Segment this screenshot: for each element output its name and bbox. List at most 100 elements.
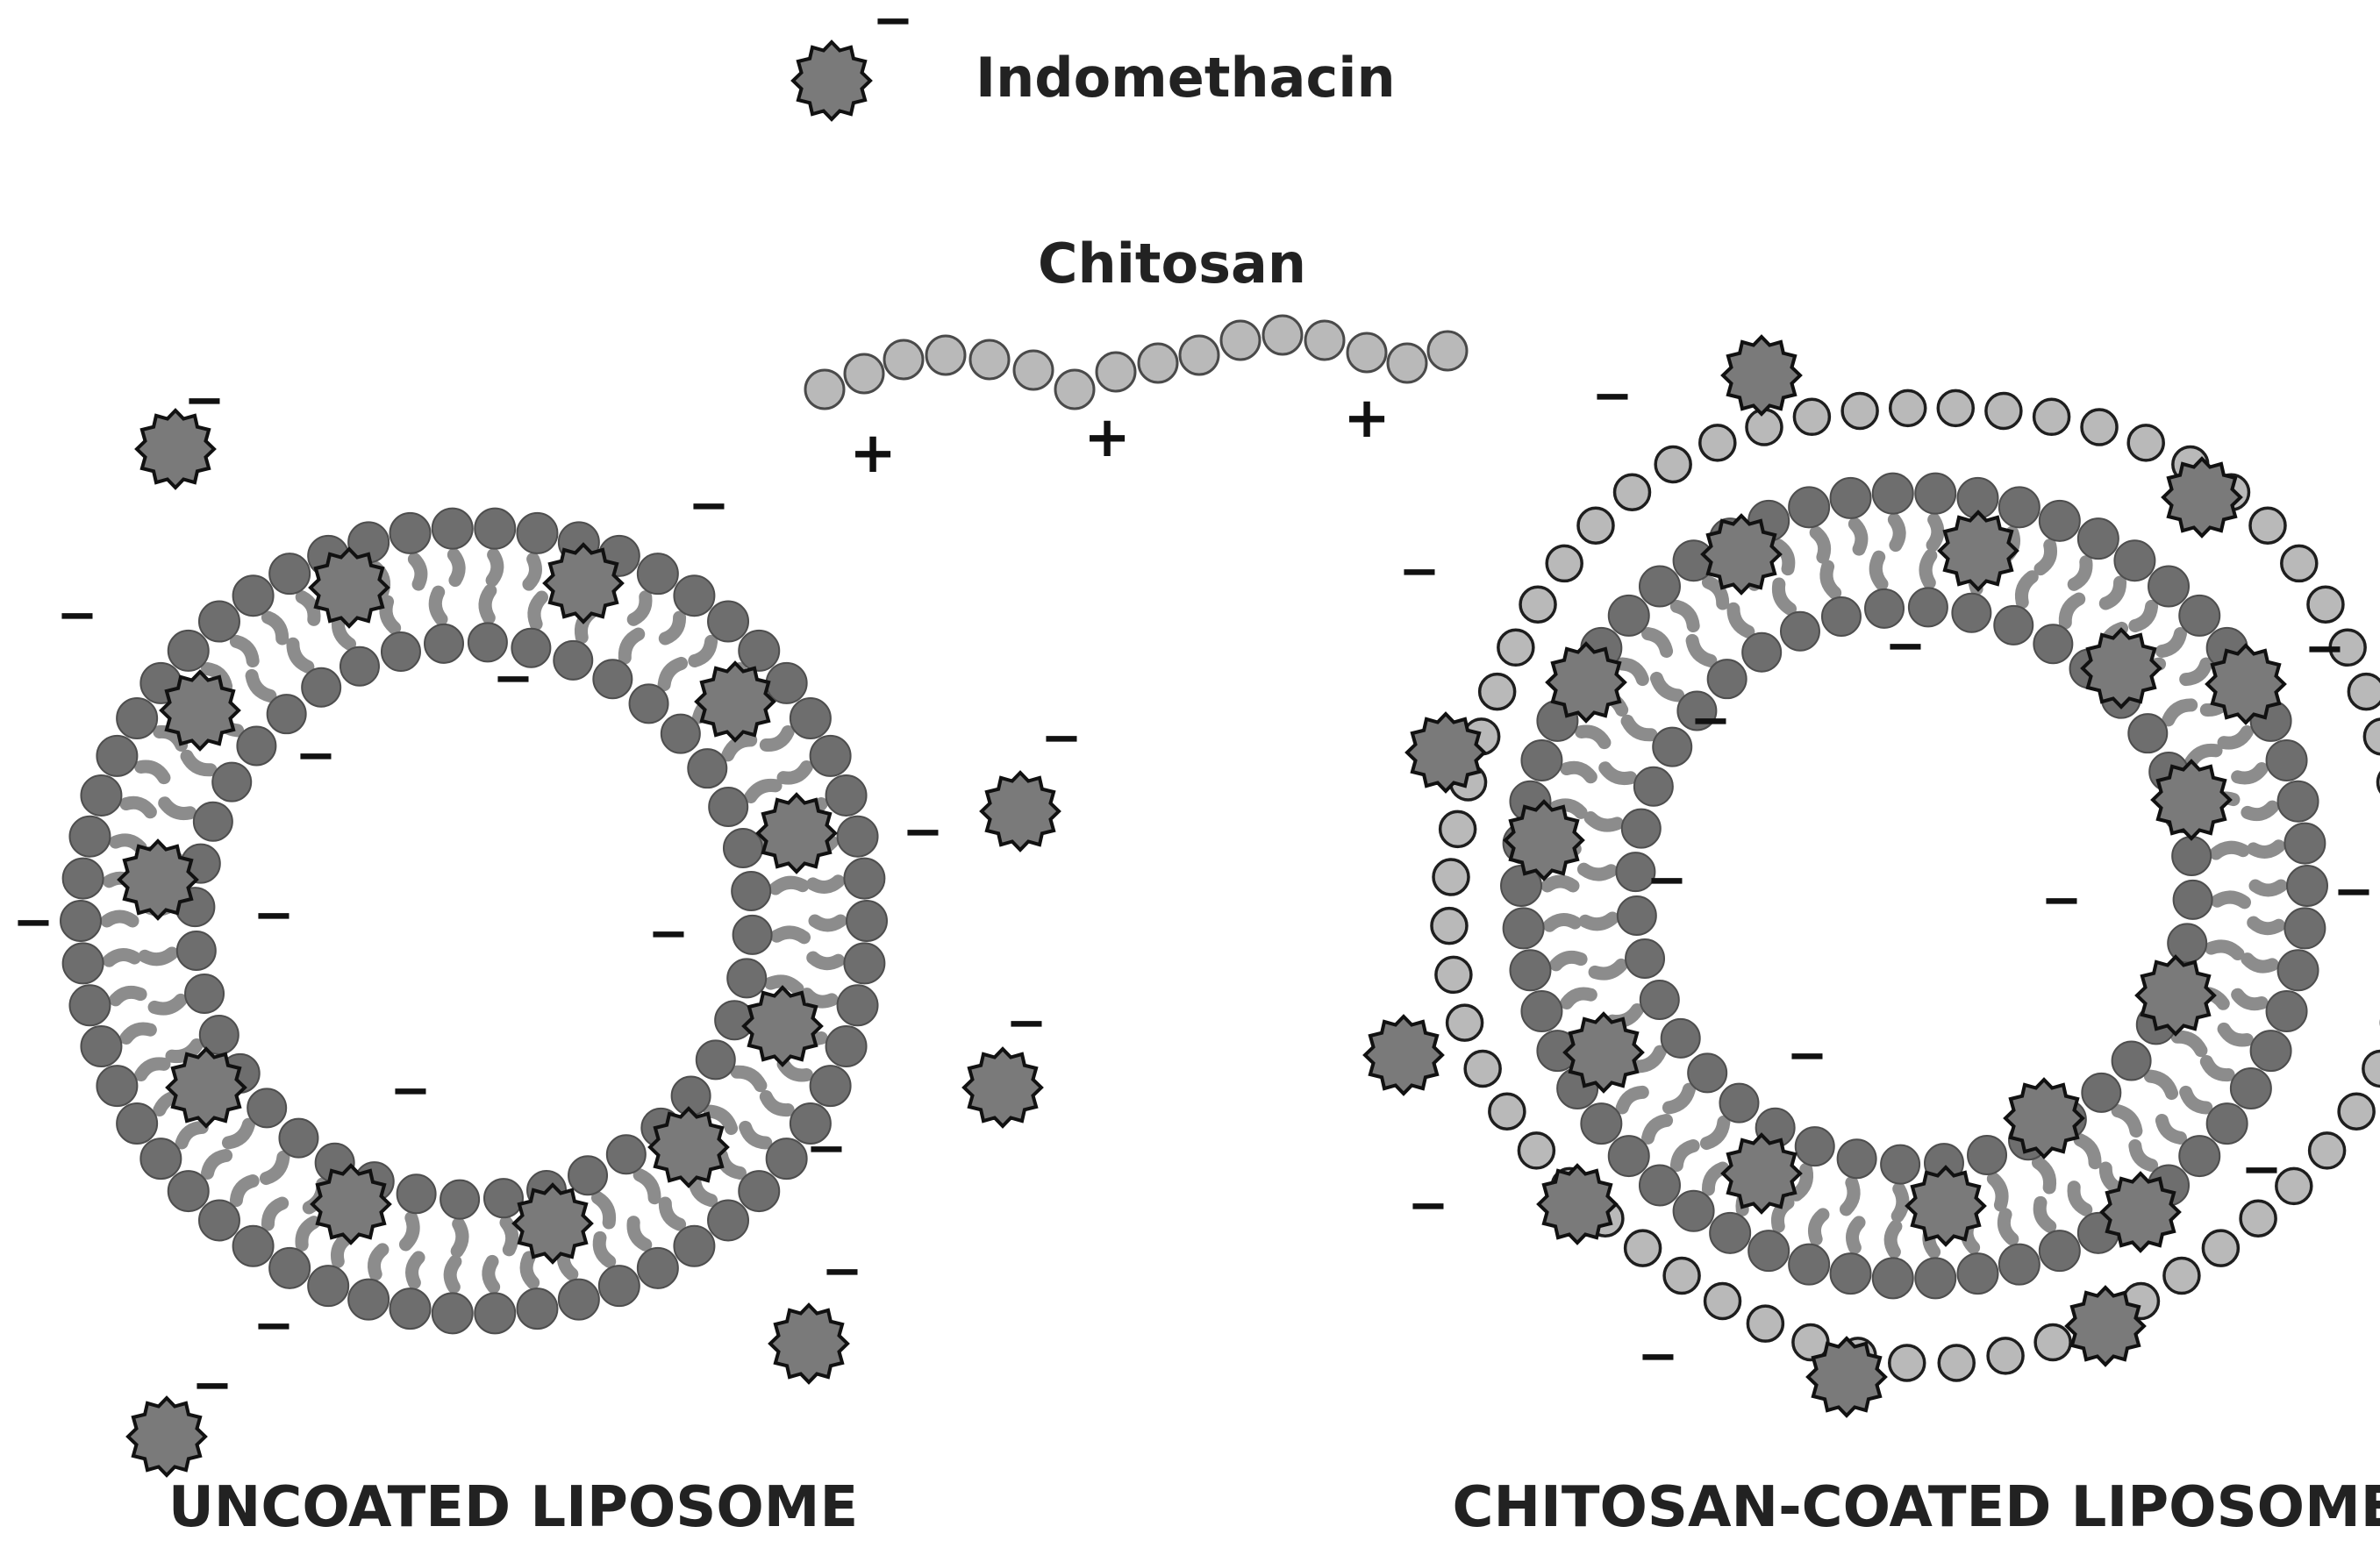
chitosan-bead-icon bbox=[1745, 408, 1783, 446]
chitosan-bead-icon bbox=[1438, 810, 1477, 849]
lipid-tail bbox=[1807, 1208, 1830, 1246]
phospholipid-head bbox=[516, 511, 559, 554]
phospholipid-head bbox=[825, 774, 868, 817]
lipid-tail bbox=[1919, 548, 1938, 589]
phospholipid-head bbox=[1638, 565, 1681, 608]
lipid-tail bbox=[2217, 724, 2254, 750]
lipid-tail bbox=[2211, 890, 2252, 909]
phospholipid-head bbox=[60, 900, 102, 942]
lipid-tail bbox=[407, 553, 428, 591]
phospholipid-head bbox=[1864, 588, 1905, 629]
lipid-tail bbox=[2170, 1030, 2208, 1058]
lipid-tail bbox=[730, 1065, 768, 1093]
phospholipid-head bbox=[2033, 624, 2074, 665]
phospholipid-head bbox=[1672, 1189, 1715, 1232]
lipid-tail bbox=[229, 1173, 260, 1208]
phospholipid-head bbox=[424, 623, 465, 664]
chitosan-bead-icon bbox=[2337, 1092, 2376, 1131]
phospholipid-head bbox=[557, 1278, 600, 1321]
negative-charge-sign: − bbox=[1592, 367, 1633, 424]
negative-charge-sign: − bbox=[1638, 1328, 1679, 1385]
chitosan-bead-icon bbox=[1517, 1131, 1556, 1170]
phospholipid-head bbox=[673, 1224, 716, 1267]
lipid-tail bbox=[2155, 1114, 2187, 1145]
phospholipid-head bbox=[1836, 1138, 1877, 1180]
phospholipid-head bbox=[1502, 907, 1545, 950]
phospholipid-head bbox=[474, 507, 517, 550]
lipid-tail bbox=[1887, 513, 1906, 553]
lipid-tail bbox=[714, 1149, 747, 1180]
chitosan-bead-icon bbox=[1888, 389, 1927, 428]
lipid-tail bbox=[1883, 1219, 1903, 1259]
chitosan-chain bbox=[804, 314, 1469, 410]
lipid-tail bbox=[1615, 657, 1649, 687]
legend-indomethacin: − Indomethacin bbox=[791, 0, 1396, 121]
lipid-tail bbox=[658, 610, 687, 646]
chitosan-bead-icon bbox=[2239, 1199, 2277, 1238]
negative-charge-sign: − bbox=[2041, 872, 2083, 929]
negative-charge-sign: − bbox=[822, 1243, 863, 1300]
lipid-tail bbox=[626, 1216, 653, 1252]
lipid-tail bbox=[1771, 539, 1796, 576]
lipid-tail bbox=[245, 668, 277, 703]
lipid-tail bbox=[703, 1104, 739, 1136]
chitosan-bead-icon bbox=[1623, 1229, 1662, 1267]
phospholipid-head bbox=[184, 974, 225, 1015]
chitosan-label: Chitosan bbox=[1038, 232, 1306, 296]
phospholipid-head bbox=[2205, 1102, 2248, 1145]
chitosan-bead-icon bbox=[1488, 1092, 1526, 1131]
phospholipid-head bbox=[68, 984, 111, 1027]
chitosan-bead-icon bbox=[1703, 1281, 1742, 1321]
lipid-tail bbox=[261, 1196, 289, 1231]
indomethacin-star-icon bbox=[1938, 510, 2019, 591]
chitosan-bead-icon bbox=[1746, 1304, 1785, 1343]
lipid-tail bbox=[2241, 800, 2279, 822]
lipid-tail bbox=[626, 590, 653, 626]
phospholipid-head bbox=[568, 1155, 609, 1196]
phospholipid-head bbox=[347, 1278, 390, 1321]
coated-liposome-caption: CHITOSAN-COATED LIPOSOME bbox=[1453, 1475, 2380, 1540]
phospholipid-head bbox=[2111, 1040, 2152, 1081]
phospholipid-head bbox=[1687, 1052, 1728, 1094]
lipid-tail bbox=[2205, 939, 2245, 961]
lipid-tail bbox=[764, 974, 804, 996]
lipid-tail bbox=[1615, 1085, 1649, 1115]
phospholipid-head bbox=[1639, 980, 1680, 1021]
phospholipid-head bbox=[673, 574, 716, 617]
phospholipid-head bbox=[197, 600, 240, 643]
negative-charge-sign: − bbox=[806, 1120, 847, 1177]
negative-charge-sign: − bbox=[1787, 1027, 1828, 1084]
indomethacin-star-icon bbox=[962, 1047, 1043, 1128]
lipid-tail bbox=[295, 1216, 321, 1252]
chitosan-bead-icon bbox=[1654, 445, 1692, 484]
lipid-tail bbox=[1583, 810, 1624, 832]
lipid-tail bbox=[2128, 599, 2159, 633]
lipid-tail bbox=[2033, 539, 2058, 576]
phospholipid-head bbox=[192, 801, 233, 842]
negative-charge-sign: − bbox=[1408, 1177, 1449, 1234]
uncoated-liposome-caption: UNCOATED LIPOSOME bbox=[168, 1475, 858, 1540]
phospholipid-head bbox=[380, 631, 421, 673]
phospholipid-head bbox=[1829, 1252, 1872, 1295]
lipid-tail bbox=[808, 914, 847, 932]
lipid-tail bbox=[2231, 988, 2269, 1011]
lipid-tail bbox=[776, 760, 813, 785]
phospholipid-head bbox=[467, 622, 508, 663]
lipid-tail bbox=[109, 833, 147, 854]
phospholipid-head bbox=[431, 1292, 474, 1335]
indomethacin-star-icon bbox=[1721, 335, 1802, 416]
lipid-tail bbox=[485, 548, 504, 588]
chitosan-bead-icon bbox=[1432, 858, 1470, 896]
lipid-tail bbox=[2248, 879, 2288, 897]
lipid-tail bbox=[1701, 1161, 1730, 1196]
indomethacin-label: Indomethacin bbox=[976, 46, 1396, 110]
phospholipid-head bbox=[396, 1173, 437, 1215]
lipid-tail bbox=[1575, 724, 1612, 750]
phospholipid-head bbox=[1633, 766, 1674, 807]
lipid-tail bbox=[1771, 577, 1798, 616]
phospholipid-head bbox=[1520, 738, 1563, 781]
phospholipid-head bbox=[80, 774, 123, 817]
lipid-tail bbox=[201, 662, 233, 693]
lipid-tail bbox=[1549, 798, 1588, 819]
lipid-tail bbox=[759, 724, 795, 752]
